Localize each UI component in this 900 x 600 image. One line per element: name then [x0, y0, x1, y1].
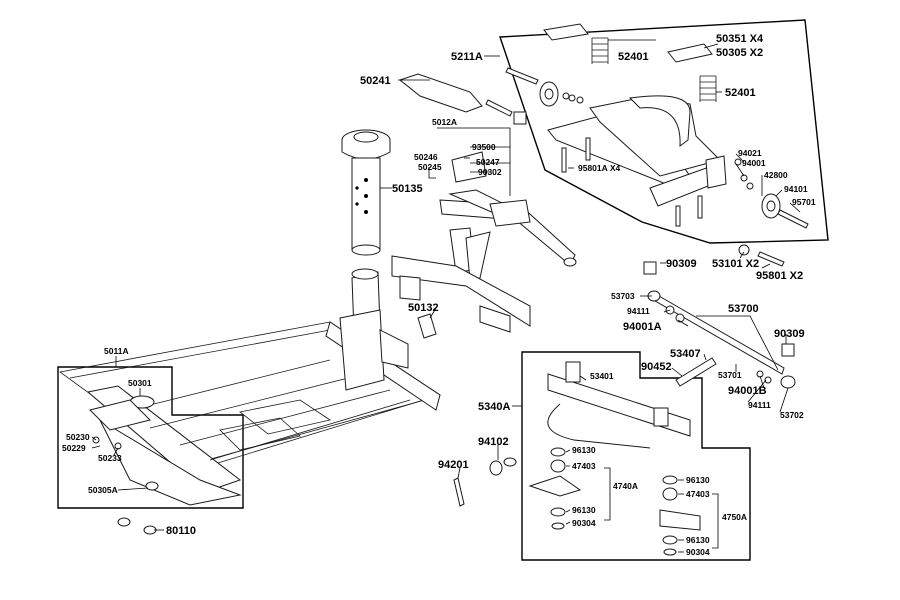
- label-42800: 42800: [764, 170, 788, 180]
- bracket-50351: [543, 23, 589, 41]
- steering-link-53401: [547, 361, 691, 449]
- label-94101: 94101: [784, 184, 808, 194]
- label-50245: 50245: [418, 162, 442, 172]
- spring-52401-right: [699, 75, 717, 102]
- label-50132: 50132: [408, 302, 439, 314]
- label-50301: 50301: [128, 378, 152, 388]
- label-94111-top: 94111: [627, 306, 650, 316]
- label-50305: 50305 X2: [716, 47, 763, 59]
- steering-column-50135: [341, 129, 391, 256]
- group-box-5011A: [57, 366, 244, 509]
- label-4740A: 4740A: [613, 481, 638, 491]
- label-90452: 90452: [641, 361, 672, 373]
- leader-lines: [91, 39, 801, 553]
- label-53700: 53700: [728, 303, 759, 315]
- plate-50241: [398, 73, 483, 113]
- label-50233: 50233: [98, 453, 122, 463]
- knuckle-4750A: [659, 475, 701, 556]
- group-box-5340A: [521, 351, 751, 561]
- label-50229: 50229: [62, 443, 86, 453]
- label-95701: 95701: [792, 197, 816, 207]
- group-box-5211A: [499, 19, 829, 244]
- label-94111-bottom: 94111: [748, 400, 771, 410]
- label-80110: 80110: [166, 525, 196, 537]
- bolt: [485, 99, 513, 117]
- rear-cross-member: [391, 255, 531, 339]
- label-5211A: 5211A: [451, 51, 483, 63]
- part-labels: 5211A 50241 50351 X4 50305 X2 52401 5240…: [62, 33, 816, 557]
- label-90304-a: 90304: [572, 518, 596, 528]
- bushing: [513, 111, 527, 125]
- label-47403-a: 47403: [572, 461, 596, 471]
- tie-rod-53700: [643, 261, 796, 389]
- label-96130-d: 96130: [686, 535, 710, 545]
- rear-axle-assembly: [505, 67, 809, 229]
- label-90304-b: 90304: [686, 547, 710, 557]
- label-95801A: 95801A X4: [578, 163, 620, 173]
- washers-94102: [489, 457, 517, 476]
- label-53407: 53407: [670, 348, 701, 360]
- label-50135: 50135: [392, 183, 423, 195]
- main-frame: [59, 268, 441, 506]
- label-96130-a: 96130: [572, 445, 596, 455]
- spring-52401-top: [591, 37, 609, 64]
- label-94102: 94102: [478, 436, 509, 448]
- knuckle-4740A: [528, 447, 582, 530]
- label-50247: 50247: [476, 157, 500, 167]
- label-94021: 94021: [738, 148, 762, 158]
- label-94201: 94201: [438, 459, 469, 471]
- label-96130-c: 96130: [686, 475, 710, 485]
- label-50351: 50351 X4: [716, 33, 764, 45]
- label-96130-b: 96130: [572, 505, 596, 515]
- label-5340A: 5340A: [478, 401, 510, 413]
- label-94001B: 94001B: [728, 385, 767, 397]
- label-5012A: 5012A: [432, 117, 457, 127]
- label-90309-top: 90309: [666, 258, 697, 270]
- label-53101: 53101 X2: [712, 258, 759, 270]
- bolt-53407: [675, 357, 717, 387]
- label-90302: 90302: [478, 167, 502, 177]
- label-52401-right: 52401: [725, 87, 756, 99]
- front-axle-5012A: [439, 151, 577, 281]
- small-hardware: [562, 92, 785, 384]
- label-53702: 53702: [780, 410, 804, 420]
- nut-80110: [117, 517, 157, 535]
- label-47403-b: 47403: [686, 489, 710, 499]
- bracket-50305: [667, 43, 713, 63]
- label-53401: 53401: [590, 371, 614, 381]
- label-94001: 94001: [742, 158, 766, 168]
- label-90309-right: 90309: [774, 328, 805, 340]
- seat-latch-parts: [89, 395, 159, 491]
- label-52401-top: 52401: [618, 51, 649, 63]
- label-50241: 50241: [360, 75, 391, 87]
- label-50230: 50230: [66, 432, 90, 442]
- label-50305A: 50305A: [88, 485, 118, 495]
- label-93500: 93500: [472, 142, 496, 152]
- label-5011A: 5011A: [104, 346, 129, 356]
- label-53703: 53703: [611, 291, 635, 301]
- label-50246: 50246: [414, 152, 438, 162]
- label-53701: 53701: [718, 370, 742, 380]
- cotter-pin-94201: [453, 477, 465, 507]
- label-94001A: 94001A: [623, 321, 662, 333]
- label-4750A: 4750A: [722, 512, 747, 522]
- label-95801: 95801 X2: [756, 270, 803, 282]
